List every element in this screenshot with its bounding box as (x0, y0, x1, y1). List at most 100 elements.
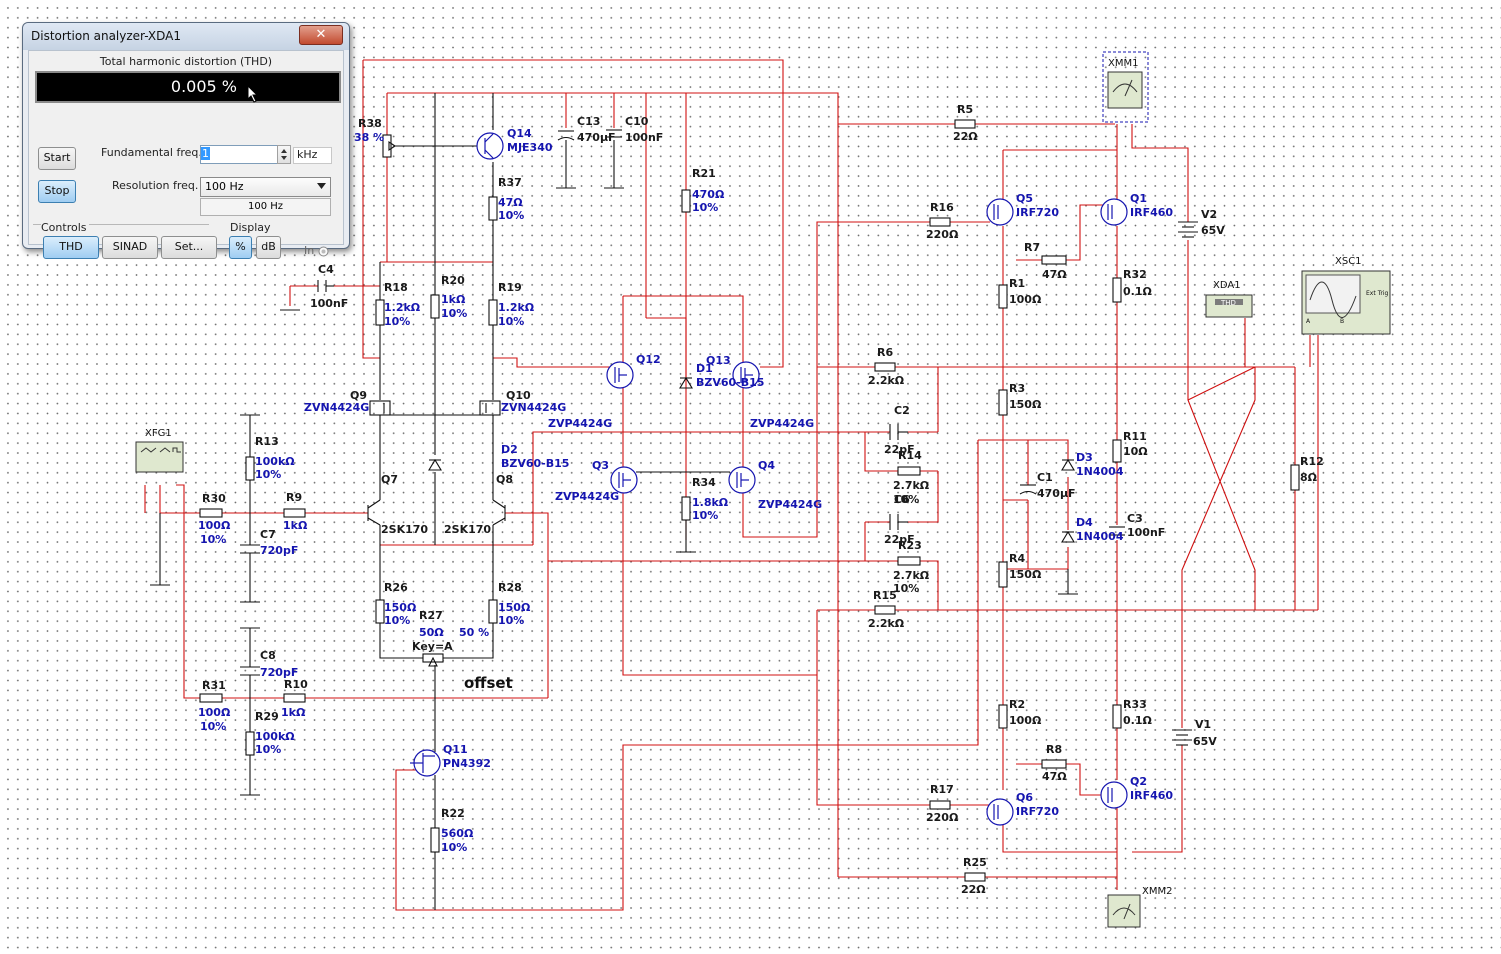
r7-val: 47Ω (1042, 268, 1067, 281)
q7-model: 2SK170 (381, 523, 428, 536)
r1-ref: R1 (1009, 277, 1025, 290)
r30-val: 100Ω (198, 519, 231, 532)
r8-val: 47Ω (1042, 770, 1067, 783)
r15-ref: R15 (873, 589, 897, 602)
q14-model: MJE340 (507, 141, 553, 154)
r23-val: 2.7kΩ (893, 569, 930, 582)
display-group-label: Display (230, 221, 271, 234)
controls-group-label: Controls (41, 221, 89, 234)
set-button[interactable]: Set... (161, 236, 217, 259)
r3-val: 150Ω (1009, 398, 1042, 411)
window-titlebar[interactable]: Distortion analyzer-XDA1 ✕ (23, 23, 349, 50)
capacitors (240, 129, 1125, 676)
r38-pct: 38 % (354, 131, 384, 144)
q14-ref: Q14 (507, 127, 532, 140)
r34-tol: 10% (692, 509, 718, 522)
c6-val: 22pF (884, 533, 915, 546)
r34-ref: R34 (692, 476, 716, 489)
r23-tol: 10% (893, 582, 919, 595)
r19-ref: R19 (498, 281, 522, 294)
start-button[interactable]: Start (38, 147, 76, 170)
fundamental-freq-input[interactable]: 1 (200, 145, 278, 164)
xmm2-label: XMM2 (1142, 886, 1172, 897)
zvp-right-model: ZVP4424G (750, 417, 814, 430)
r26-val: 150Ω (384, 601, 417, 614)
window-title: Distortion analyzer-XDA1 (31, 29, 182, 43)
r5-ref: R5 (957, 103, 973, 116)
r27-val: 50Ω (419, 626, 444, 639)
q1-model: IRF460 (1130, 206, 1173, 219)
resolution-freq-select[interactable]: 100 Hz (200, 177, 331, 197)
r32-ref: R32 (1123, 268, 1147, 281)
r12-val: 8Ω (1300, 471, 1318, 484)
q6-ref: Q6 (1016, 791, 1033, 804)
v1-ref: V1 (1195, 718, 1211, 731)
r28-tol: 10% (498, 614, 524, 627)
r14-tol: 10% (893, 493, 919, 506)
r37-ref: R37 (498, 176, 522, 189)
resolution-label: Resolution freq. (112, 179, 199, 192)
v1-val: 65V (1193, 735, 1217, 748)
c3-ref: C3 (1127, 512, 1143, 525)
thd-button[interactable]: THD (43, 236, 99, 259)
q2-model: IRF460 (1130, 789, 1173, 802)
r27-key: Key=A (412, 640, 453, 653)
d4-model: 1N4004 (1076, 530, 1124, 543)
diodes (428, 376, 1075, 543)
r14-val: 2.7kΩ (893, 479, 930, 492)
q9-ref: Q9 (350, 389, 367, 402)
xsc1-a: A (1306, 318, 1311, 325)
d1-ref: D1 (696, 362, 713, 375)
r20-ref: R20 (441, 274, 465, 287)
thd-caption: Total harmonic distortion (THD) (99, 55, 273, 68)
distortion-analyzer-window[interactable]: Distortion analyzer-XDA1 ✕ Total harmoni… (22, 22, 350, 259)
q9-model: ZVN4424G (304, 401, 369, 414)
r17-ref: R17 (930, 783, 954, 796)
q10-model: ZVN4424G (501, 401, 566, 414)
q11-ref: Q11 (443, 743, 468, 756)
resolution-readout: 100 Hz (200, 198, 331, 216)
r28-ref: R28 (498, 581, 522, 594)
r14-ref: R14 (898, 449, 922, 462)
c7-val: 720pF (260, 544, 298, 557)
r37-val: 47Ω (498, 196, 523, 209)
r26-tol: 10% (384, 614, 410, 627)
voltage-sources (1172, 221, 1198, 746)
r5-val: 22Ω (953, 130, 978, 143)
r34-val: 1.8kΩ (692, 496, 729, 509)
r4-val: 150Ω (1009, 568, 1042, 581)
chevron-down-icon (317, 183, 326, 189)
close-icon[interactable]: ✕ (299, 25, 343, 45)
q4-ref: Q4 (758, 459, 775, 472)
c13-ref: C13 (577, 115, 600, 128)
r7-ref: R7 (1024, 241, 1040, 254)
r3-ref: R3 (1009, 382, 1025, 395)
r10-ref: R10 (284, 678, 308, 691)
stop-button[interactable]: Stop (38, 180, 76, 203)
r27-ref: R27 (419, 609, 443, 622)
analyzer-panel: Total harmonic distortion (THD) 0.005 % … (28, 50, 344, 259)
q2-ref: Q2 (1130, 775, 1147, 788)
offset-label: offset (464, 674, 513, 692)
r17-val: 220Ω (926, 811, 959, 824)
thd-display: 0.005 % (35, 71, 341, 103)
spinner-arrows-icon[interactable] (277, 145, 291, 164)
c10-val: 100nF (625, 131, 663, 144)
r21-val: 470Ω (692, 188, 725, 201)
r12-ref: R12 (1300, 455, 1324, 468)
q8-ref: Q8 (496, 473, 513, 486)
r30-ref: R30 (202, 492, 226, 505)
q3-model: ZVP4424G (555, 490, 619, 503)
r33-ref: R33 (1123, 698, 1147, 711)
c4-val: 100nF (310, 297, 348, 310)
sinad-button[interactable]: SINAD (102, 236, 158, 259)
q6-model: IRF720 (1016, 805, 1059, 818)
percent-button[interactable]: % (229, 236, 252, 259)
db-button[interactable]: dB (256, 236, 281, 259)
r22-val: 560Ω (441, 827, 474, 840)
radio-icon[interactable] (318, 246, 329, 257)
r9-ref: R9 (286, 491, 302, 504)
r22-tol: 10% (441, 841, 467, 854)
q10-ref: Q10 (506, 389, 531, 402)
